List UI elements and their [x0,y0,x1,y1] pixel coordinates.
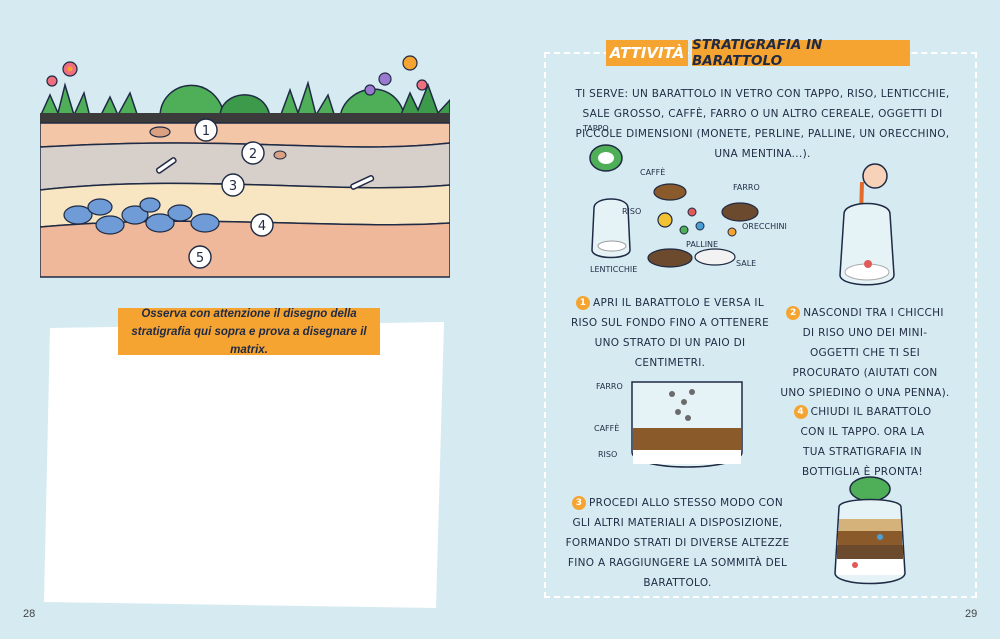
label-riso-2: Riso [598,450,618,459]
step-1: 1Apri il barattolo e versa il riso sul f… [570,293,770,373]
step-2-text: Nascondi tra i chicchi di riso uno dei m… [780,307,950,399]
step-3-text: Procedi allo stesso modo con gli altri m… [565,497,790,589]
layer-5-label: 5 [196,251,204,266]
step-4-number: 4 [793,405,808,419]
instruction-text: Osserva con attenzione il disegno della … [131,307,367,356]
step-1-number: 1 [576,296,591,310]
step-1-text: Apri il barattolo e versa il riso sul fo… [570,297,770,369]
step-2: 2Nascondi tra i chicchi di riso uno dei … [780,303,950,403]
label-farro-2: Farro [596,382,623,391]
step-4-text: Chiudi il barattolo con il tappo. Ora la… [800,406,932,478]
layer-3-label: 3 [229,179,237,194]
instruction-box: Osserva con attenzione il disegno della … [118,308,380,356]
step-3-number: 3 [572,496,586,510]
activity-title: Stratigrafia in barattolo [692,37,910,69]
step-2-number: 2 [786,306,801,320]
vegetation [40,55,450,118]
layer-4-label: 4 [258,219,266,234]
step-4: 4Chiudi il barattolo con il tappo. Ora l… [790,402,935,482]
label-palline: Palline [686,240,719,249]
label-lenticchie: Lenticchie [590,265,638,274]
drawing-area[interactable] [44,320,449,610]
activity-label: Attività [606,40,688,66]
label-farro: Farro [733,183,760,192]
stratigraphy-illustration: 1 2 3 4 5 [40,55,450,278]
page-number-right: 29 [965,608,978,620]
materials-illustration [589,144,759,268]
layer-1-label: 1 [202,124,210,139]
jar-stick-illustration [839,163,895,286]
layer-2-label: 2 [249,147,257,162]
label-tappo: Tappo [583,124,609,133]
label-caffe: Caffè [640,168,666,177]
page-number-left: 28 [23,608,36,620]
materials-text: Ti serve: un barattolo in vetro con tapp… [575,88,950,160]
layered-jar-illustration [631,381,743,468]
step-3: 3Procedi allo stesso modo con gli altri … [565,493,790,593]
layer-markers: 1 2 3 4 5 [188,118,274,269]
closed-jar-illustration [834,476,906,585]
label-riso: Riso [622,207,642,216]
label-caffe-2: Caffè [594,424,620,433]
label-orecchini: Orecchini [742,222,787,231]
label-sale: Sale [736,259,757,268]
